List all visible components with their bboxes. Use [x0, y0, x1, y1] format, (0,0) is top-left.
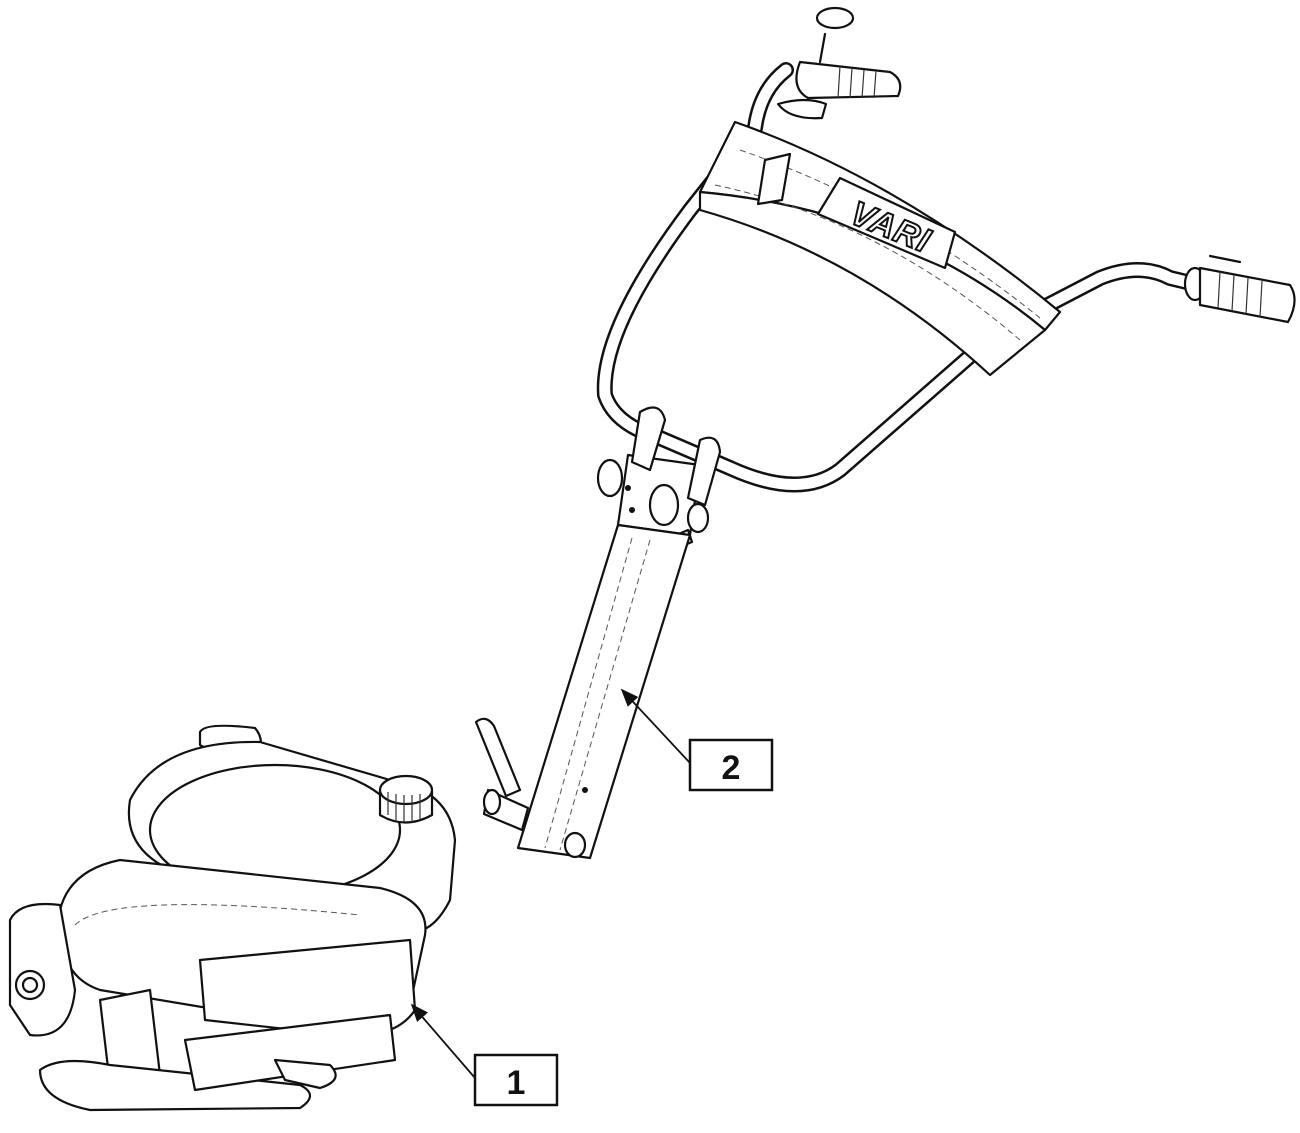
engine-assembly — [8, 724, 457, 1112]
fuel-cap — [378, 774, 434, 824]
callout-1: 1 — [410, 1003, 559, 1107]
handlebar-assembly: VARI — [474, 6, 1296, 860]
slot-icon — [756, 152, 792, 206]
right-grip — [1183, 254, 1296, 324]
logo-badge — [816, 176, 957, 270]
handlebar-shield: VARI — [698, 120, 1062, 377]
callout-label-1: 1 — [507, 1064, 526, 1102]
muffler — [8, 902, 77, 1037]
handlebar-column — [474, 523, 692, 860]
callout-label-2: 2 — [722, 749, 741, 787]
callout-2: 2 — [620, 688, 774, 792]
left-grip — [776, 6, 902, 120]
